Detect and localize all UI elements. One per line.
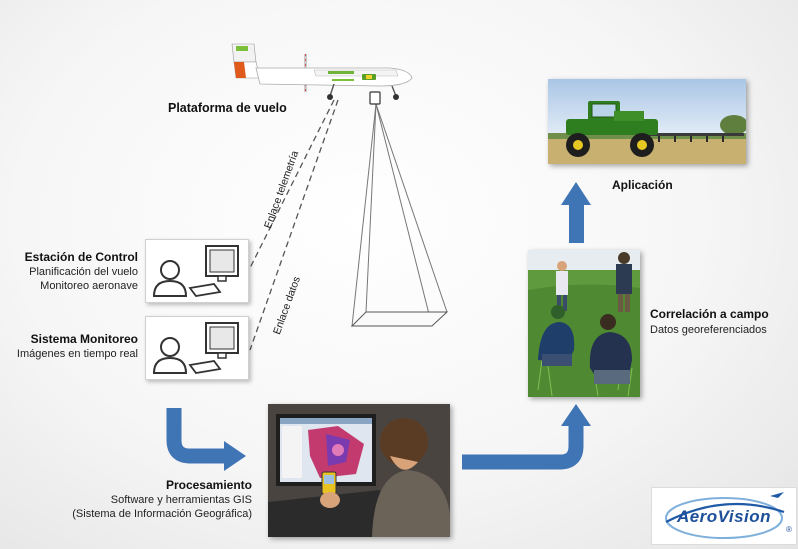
control-station-labels: Estación de Control Planificación del vu… (0, 250, 138, 292)
arrow-to-field (462, 424, 584, 470)
control-station-line2: Monitoreo aeronave (40, 280, 138, 292)
control-station-title: Estación de Control (24, 250, 138, 264)
field-correlation-labels: Correlación a campo Datos georeferenciad… (650, 307, 769, 336)
processing-labels: Procesamiento Software y herramientas GI… (40, 478, 252, 520)
arrow-to-application-head (561, 182, 591, 205)
operator-computer-icon (152, 245, 239, 297)
aerovision-logo: AeroVision ® (651, 487, 797, 545)
field-team-image (528, 250, 640, 397)
monitor-system-line1: Imágenes en tiempo real (16, 348, 138, 360)
field-correlation-line1: Datos georeferenciados (650, 324, 767, 336)
processing-line2: (Sistema de Información Geográfica) (72, 508, 252, 520)
platform-title: Plataforma de vuelo (168, 101, 287, 115)
footprint-line (351, 103, 377, 327)
camera-footprint (350, 311, 449, 327)
processing-line1: Software y herramientas GIS (110, 494, 252, 506)
processing-title: Procesamiento (165, 478, 252, 492)
field-correlation-title: Correlación a campo (650, 307, 769, 321)
sprayer-tractor-image (548, 79, 746, 164)
monitor-system-title: Sistema Monitoreo (30, 332, 138, 346)
footprint-line (375, 103, 433, 327)
arrow-to-processing (166, 408, 226, 464)
processing-photo (268, 404, 450, 537)
control-station-card (145, 239, 249, 303)
gis-workstation-image (268, 404, 450, 537)
arrow-to-processing-head (224, 441, 246, 471)
monitor-system-card (145, 316, 249, 380)
data-link-line (249, 99, 339, 351)
footprint-line (365, 103, 377, 313)
control-station-line1: Planificación del vuelo (29, 266, 138, 278)
aerovision-logo-text: AeroVision (676, 507, 771, 526)
application-title: Aplicación (612, 178, 673, 192)
telemetry-link-line (249, 99, 335, 269)
aerovision-trademark: ® (786, 525, 792, 534)
application-photo (548, 79, 746, 164)
monitor-system-labels: Sistema Monitoreo Imágenes en tiempo rea… (0, 332, 138, 360)
operator-computer-icon (152, 322, 239, 374)
arrow-to-application (569, 203, 584, 243)
footprint-line (375, 103, 448, 313)
drone-icon (231, 43, 413, 105)
arrow-to-field-head (561, 404, 591, 426)
field-correlation-photo (528, 250, 640, 397)
aerovision-swoosh-icon: AeroVision ® (665, 492, 792, 539)
